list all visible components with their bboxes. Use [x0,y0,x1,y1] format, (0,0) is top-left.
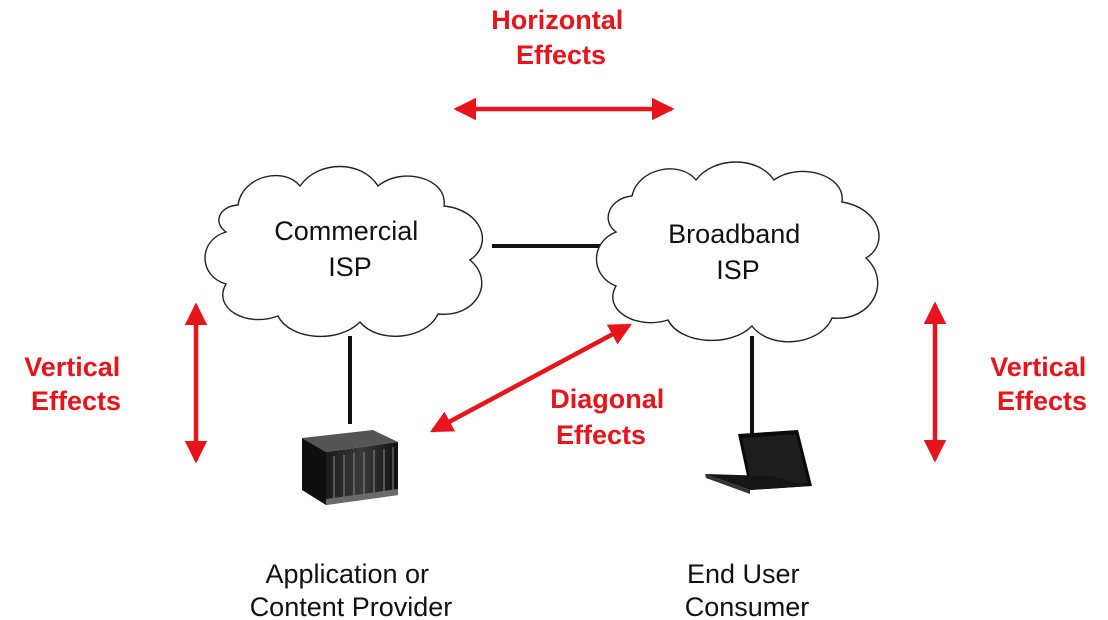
vertical-effects-label-left: Vertical Effects [24,352,128,416]
diagonal-effects-arrow [430,323,632,433]
vertical-effects-label-right: Vertical Effects [990,352,1094,416]
broadband-isp-label: Broadband ISP [668,219,808,285]
commercial-isp-cloud: Commercial ISP [204,165,484,338]
diagonal-effects-label: Diagonal Effects [550,384,672,450]
cloud-icon [595,161,880,343]
end-user-consumer-label: End User Consumer [685,559,810,620]
horizontal-effects-label: Horizontal Effects [491,5,631,70]
application-provider-label: Application or Content Provider [250,559,453,620]
laptop-icon [705,430,812,494]
broadband-isp-cloud: Broadband ISP [595,161,880,343]
server-rack-icon [302,430,398,505]
cloud-icon [204,165,484,338]
commercial-isp-label: Commercial ISP [274,216,426,282]
